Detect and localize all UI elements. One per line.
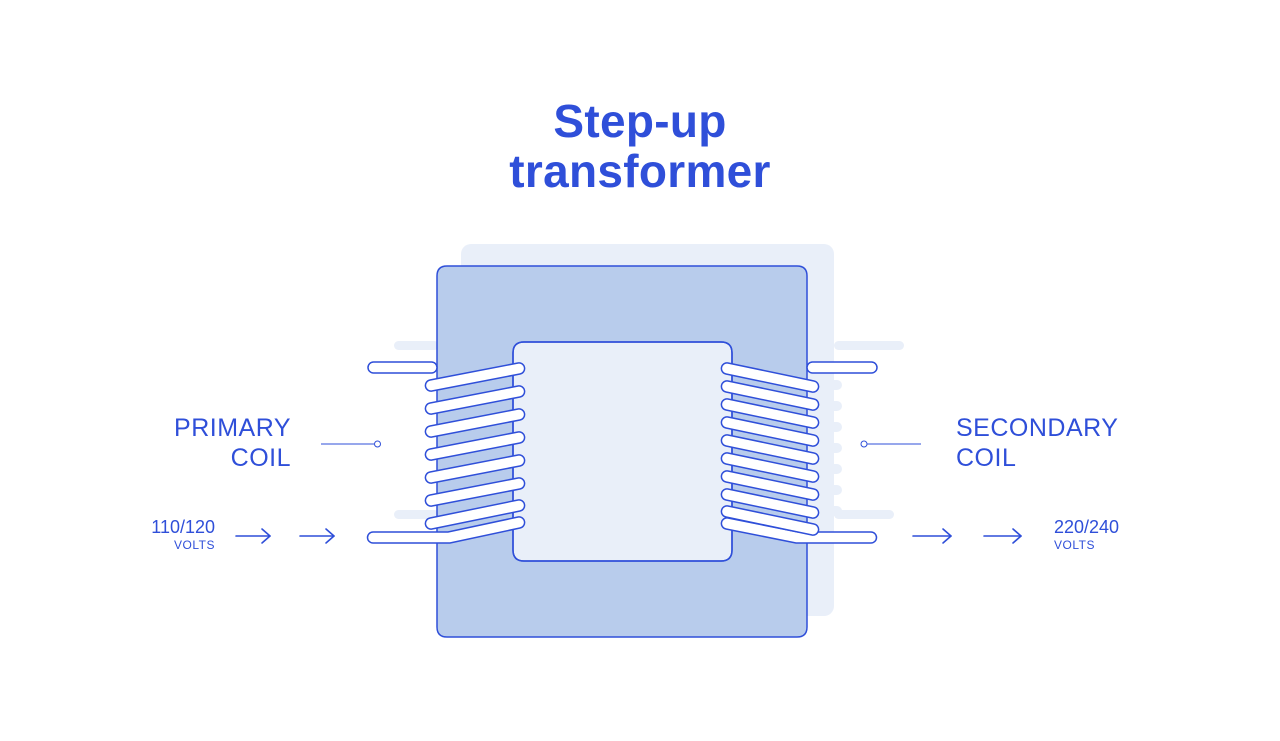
output-voltage-value: 220/240 bbox=[1054, 517, 1120, 537]
input-voltage: 110/120 VOLTS bbox=[120, 516, 215, 552]
arrow-right-icon bbox=[235, 528, 271, 544]
primary-coil bbox=[366, 361, 526, 544]
diagram-title: Step-up transformer bbox=[0, 96, 1280, 196]
input-voltage-unit: VOLTS bbox=[174, 538, 215, 552]
secondary-coil-label-line-1: SECONDARY bbox=[956, 414, 1119, 442]
secondary-coil-label-line-2: COIL bbox=[956, 444, 1017, 472]
core-window-shade bbox=[514, 343, 731, 560]
input-voltage-value: 110/120 bbox=[151, 517, 215, 537]
primary-coil-label: PRIMARY COIL bbox=[130, 413, 291, 473]
arrow-right-icon bbox=[912, 528, 952, 544]
arrow-right-icon bbox=[983, 528, 1022, 544]
title-line-2: transformer bbox=[509, 145, 771, 197]
secondary-windings bbox=[720, 362, 820, 536]
title-line-1: Step-up bbox=[553, 95, 727, 147]
primary-leader-line bbox=[321, 440, 381, 448]
secondary-leader-line bbox=[860, 440, 921, 448]
arrow-right-icon bbox=[299, 528, 335, 544]
output-voltage-unit: VOLTS bbox=[1054, 538, 1095, 552]
primary-coil-label-line-2: COIL bbox=[230, 444, 291, 472]
secondary-coil bbox=[720, 361, 878, 544]
secondary-coil-label: SECONDARY COIL bbox=[956, 413, 1156, 473]
transformer-core bbox=[436, 265, 808, 638]
primary-windings bbox=[424, 362, 526, 530]
primary-coil-label-line-1: PRIMARY bbox=[174, 414, 291, 442]
output-voltage: 220/240 VOLTS bbox=[1054, 516, 1174, 552]
